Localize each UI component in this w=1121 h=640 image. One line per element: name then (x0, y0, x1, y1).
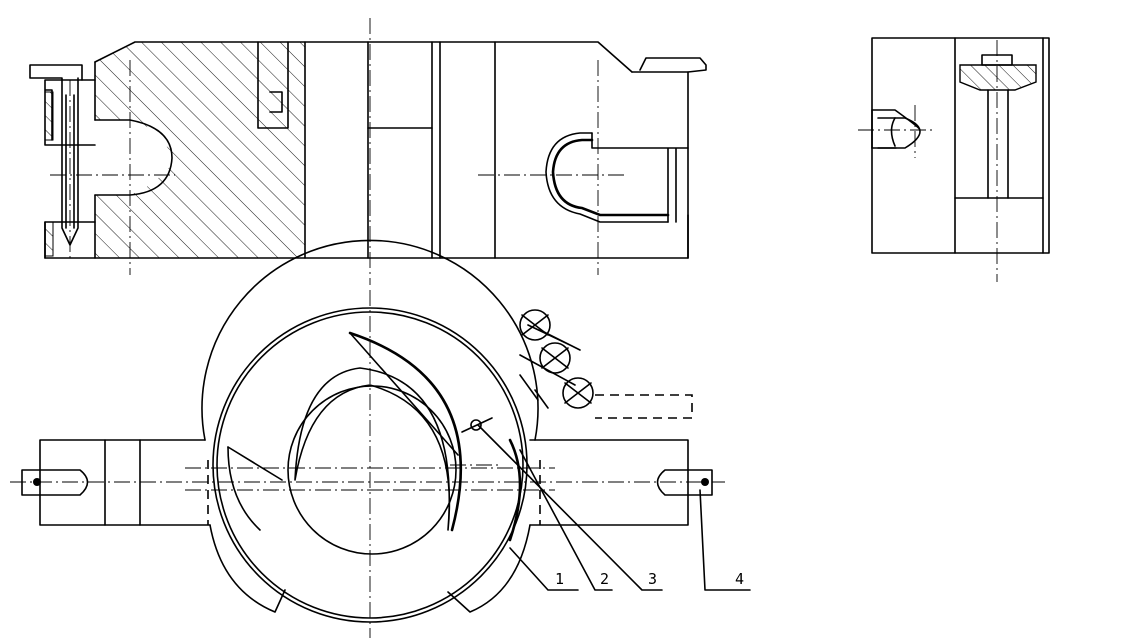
part-label-3: 3 (648, 570, 657, 588)
plan-view (10, 239, 725, 638)
leaders (477, 424, 751, 591)
part-label-1: 1 (555, 570, 564, 588)
part-label-4: 4 (735, 570, 744, 588)
part-label-2: 2 (600, 570, 609, 588)
front-view (29, 18, 707, 285)
side-view (858, 37, 1050, 282)
